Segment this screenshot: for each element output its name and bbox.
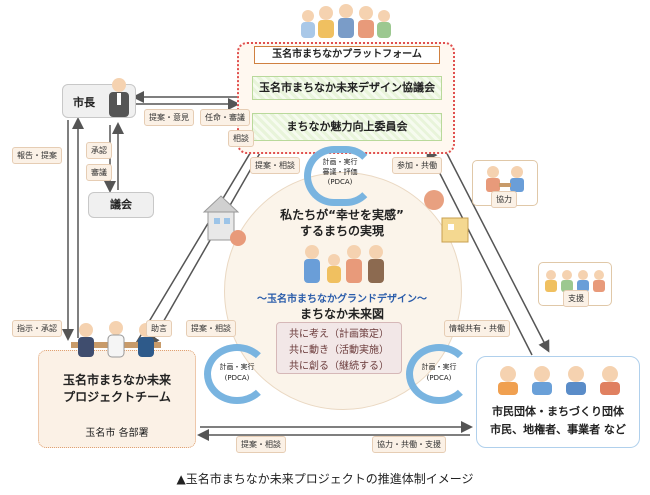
citizens-group-illustration xyxy=(298,2,394,38)
slogan-line-1: 私たちが“幸せを実感” xyxy=(280,208,404,222)
tag-appoint-deliberate: 任命・審議 xyxy=(200,109,250,126)
mayor-icon xyxy=(109,78,129,117)
mayor-box: 市長 xyxy=(62,78,136,118)
support-icon xyxy=(545,270,605,292)
tag-support: 支援 xyxy=(563,290,589,307)
grand-design-subtitle: ～玉名市まちなかグランドデザイン～ xyxy=(257,294,427,305)
tag-cooperation: 協力 xyxy=(491,191,517,208)
pdca-right-line-2: (PDCA) xyxy=(426,374,452,382)
family-illustration xyxy=(298,240,390,284)
tag-participation-collab: 参加・共働 xyxy=(392,157,442,174)
pdca-right-line-1: 計画・実行 xyxy=(421,363,457,371)
project-team-title-1: 玉名市まちなか未来 xyxy=(62,373,171,387)
tag-advice: 助言 xyxy=(146,320,172,337)
pdca-cycle-left xyxy=(204,344,270,404)
figure-caption: ▲玉名市まちなか未来プロジェクトの推進体制イメージ xyxy=(176,472,474,486)
assembly-box: 議会 xyxy=(88,192,154,218)
project-team-box xyxy=(38,350,196,448)
mayor-label: 市長 xyxy=(73,96,95,109)
tag-info-share-collab: 情報共有・共働 xyxy=(444,320,510,337)
principle-3: 共に創る（継続する） xyxy=(289,361,389,372)
pdca-top-line-1: 計画・実行 xyxy=(322,158,358,166)
tag-deliberation: 審議 xyxy=(86,164,112,181)
project-team-sub: 玉名市 各部署 xyxy=(85,428,149,439)
committee-box: まちなか魅力向上委員会 xyxy=(252,113,442,141)
tag-collab-support: 協力・共働・支援 xyxy=(372,436,446,453)
principle-2: 共に動き（活動実施） xyxy=(289,345,389,356)
pdca-top-line-3: (PDCA) xyxy=(327,178,353,186)
tag-instruction-approval: 指示・承認 xyxy=(12,320,62,337)
citizens-line-1: 市民団体・まちづくり団体 xyxy=(492,405,624,418)
pdca-top-line-2: 審議・評価 xyxy=(322,168,358,176)
project-team-illustration xyxy=(56,318,176,358)
cooperation-icon xyxy=(486,166,524,192)
citizens-illustration xyxy=(492,363,626,395)
grand-design-title: まちなか未来図 xyxy=(299,307,384,321)
council-box: 玉名市まちなか未来デザイン協議会 xyxy=(252,76,442,100)
pdca-cycle-top xyxy=(304,146,376,206)
tag-proposal-consult-bottom: 提案・相談 xyxy=(236,436,286,453)
house-illustration-right xyxy=(418,182,474,252)
assembly-label: 議会 xyxy=(110,198,132,211)
pdca-left-line-1: 計画・実行 xyxy=(219,363,255,371)
tag-consult-top: 相談 xyxy=(228,130,254,147)
tag-report-proposal: 報告・提案 xyxy=(12,147,62,164)
slogan-line-2: するまちの実現 xyxy=(299,224,384,238)
pdca-cycle-right xyxy=(406,344,472,404)
project-team-title-2: プロジェクトチーム xyxy=(63,390,171,404)
principles-box xyxy=(276,322,402,374)
tag-proposal-consult-mid: 提案・相談 xyxy=(186,320,236,337)
citizens-line-2: 市民、地権者、事業者 など xyxy=(490,423,626,436)
principle-1: 共に考え（計画策定） xyxy=(289,329,389,340)
tag-proposal-consult-left-top: 提案・相談 xyxy=(250,157,300,174)
pdca-left-line-2: (PDCA) xyxy=(224,374,250,382)
tag-approval: 承認 xyxy=(86,142,112,159)
house-illustration-left xyxy=(200,190,250,250)
platform-title: 玉名市まちなかプラットフォーム xyxy=(254,46,440,64)
tag-proposal-opinion: 提案・意見 xyxy=(144,109,194,126)
